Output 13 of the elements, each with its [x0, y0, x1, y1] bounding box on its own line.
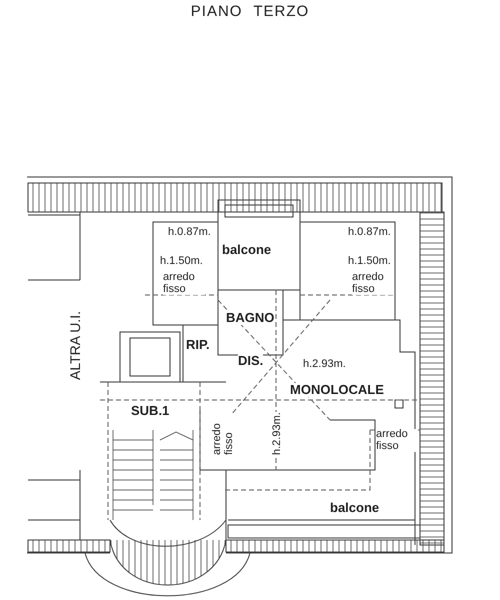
room-label: balcone [222, 243, 272, 257]
unit-label: ALTRA U.I. [68, 311, 83, 380]
furniture-note: arredo fisso [212, 413, 236, 455]
room-label: DIS. [238, 354, 264, 368]
furniture-note: arredo fisso [376, 429, 418, 452]
room-label: balcone [330, 501, 380, 515]
room-label: MONOLOCALE [290, 383, 384, 397]
furniture-note: arredo fisso [163, 272, 205, 296]
room-label: SUB.1 [131, 404, 170, 418]
room-label: RIP. [186, 338, 210, 352]
room-label: BAGNO [226, 311, 274, 325]
furniture-note: arredo fisso [352, 272, 394, 296]
plan-title: PIANO TERZO [190, 4, 310, 20]
